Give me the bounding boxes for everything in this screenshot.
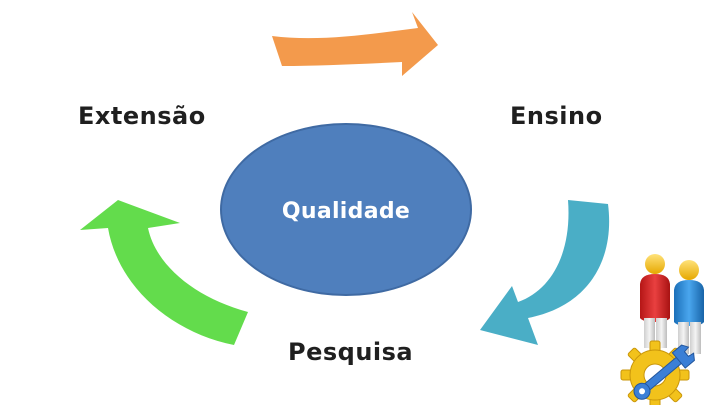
node-label-ensino: Ensino	[510, 102, 603, 130]
center-label: Qualidade	[282, 199, 410, 224]
node-label-pesquisa: Pesquisa	[288, 338, 413, 366]
gear-wrench-icon	[621, 341, 697, 405]
people-icon	[640, 254, 704, 354]
arrow-ensino-to-pesquisa	[480, 200, 609, 345]
node-label-extensao: Extensão	[78, 102, 206, 130]
arrow-extensao-to-ensino	[272, 12, 438, 76]
center-circle: Qualidade	[220, 123, 472, 296]
